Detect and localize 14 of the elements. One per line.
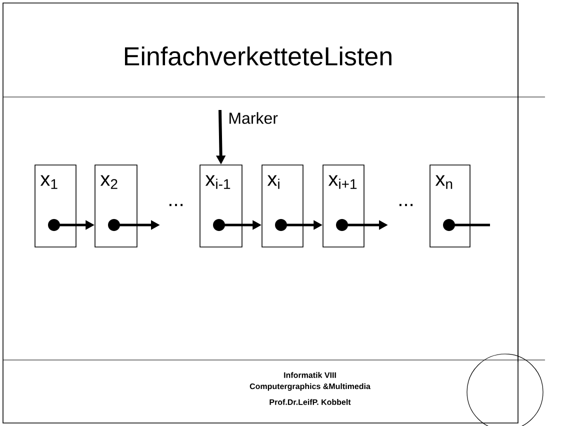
ellipsis: ... xyxy=(400,204,413,206)
list-box: x$_{n}$ xyxy=(430,164,470,248)
footer-text: Prof.Dr.LeifP. Kobbelt xyxy=(270,399,351,405)
list-box: x$_{1}$ xyxy=(34,164,76,248)
marker-label: Marker xyxy=(230,112,278,124)
list-box: x$_{i+1}$ xyxy=(322,164,364,248)
title: EinfachverketteteListen xyxy=(125,46,392,66)
ellipsis: ... xyxy=(170,204,183,206)
list-box: x$_{2}$ xyxy=(94,164,138,248)
pointer-line xyxy=(443,219,490,231)
footer-text: Computergraphics &Multimedia xyxy=(250,383,370,391)
list-box: x$_{i-1}$ xyxy=(200,164,242,248)
list-box: x$_{i}$ xyxy=(262,164,304,248)
footer-text: Informatik VIII xyxy=(284,372,336,378)
